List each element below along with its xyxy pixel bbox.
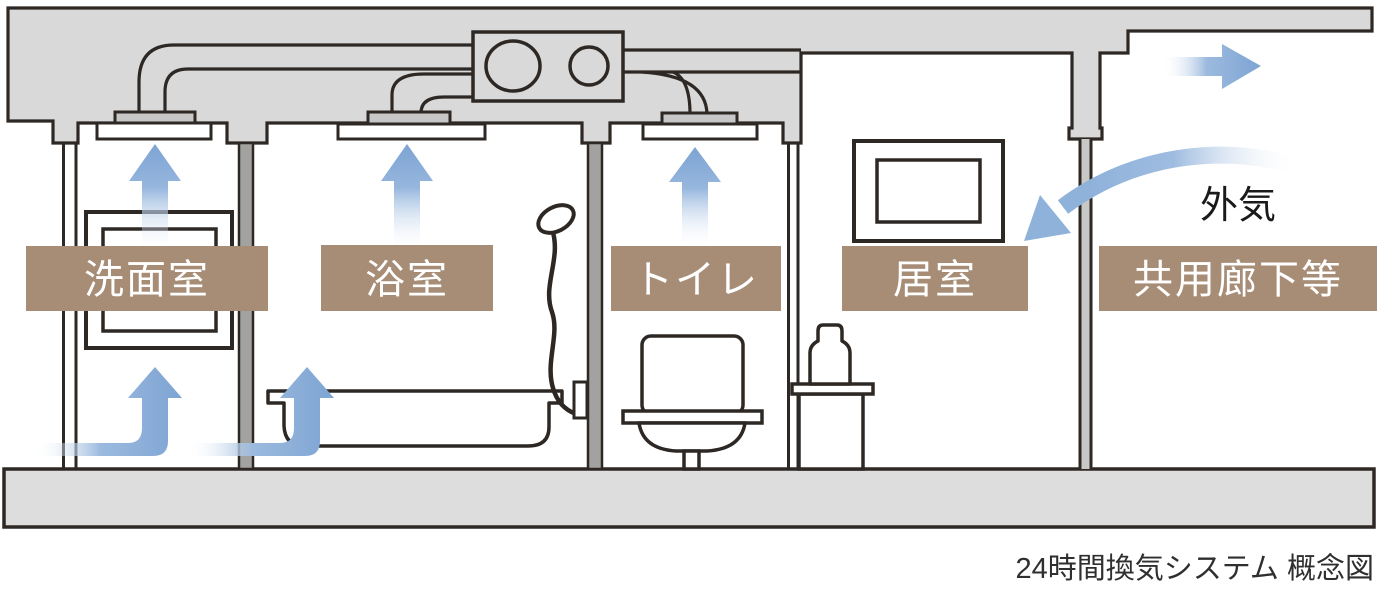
stand-cabinet xyxy=(797,392,865,471)
vent-adapter-toilet xyxy=(660,111,739,126)
room-label-corridor-text: 共用廊下等 xyxy=(1133,258,1343,302)
shower-holder xyxy=(572,380,589,420)
vent-adapter-bathroom xyxy=(366,110,452,126)
fan-circle-large xyxy=(484,39,542,93)
room-label-bathroom: 浴室 xyxy=(321,245,493,311)
ceiling-vents xyxy=(95,110,759,141)
room-label-washroom: 洗面室 xyxy=(26,246,268,311)
room-label-living-text: 居室 xyxy=(893,258,977,302)
diagram-caption: 24時間換気システム 概念図 xyxy=(1016,552,1374,585)
room-label-toilet-text: トイレ xyxy=(633,258,759,302)
undercut-flow-arrow-icon xyxy=(187,367,334,456)
room-labels: 洗面室 浴室 トイレ 居室 共用廊下等 xyxy=(26,245,1377,311)
airflow-arrows xyxy=(33,44,1301,456)
wall-toilet-living xyxy=(787,143,800,469)
room-label-corridor: 共用廊下等 xyxy=(1099,246,1377,311)
duct-lines xyxy=(137,43,801,115)
up-arrow-icon xyxy=(129,144,181,253)
fan-circle-small xyxy=(568,45,610,87)
vent-plate-bathroom xyxy=(336,122,487,141)
up-arrow-icon xyxy=(381,144,433,253)
ventilation-fan-unit xyxy=(471,30,625,103)
vent-plate-toilet xyxy=(641,122,759,141)
room-label-toilet: トイレ xyxy=(611,246,781,311)
outside-air-arrow-icon xyxy=(1024,146,1301,241)
room-label-bathroom-text: 浴室 xyxy=(365,258,449,302)
wall-living-corridor xyxy=(1080,139,1091,469)
exhaust-out-arrow-icon xyxy=(1162,44,1261,89)
shower-hose xyxy=(546,226,579,417)
duct-washroom-inner xyxy=(163,67,473,114)
duct-toilet-elbow-inner xyxy=(672,70,692,115)
picture-frame xyxy=(852,139,1005,243)
outside-air-label: 外気 xyxy=(1200,185,1276,227)
wall-bathroom-toilet xyxy=(586,141,604,471)
floor-slab xyxy=(2,467,1376,529)
toilet xyxy=(621,334,764,471)
bathtub xyxy=(266,389,564,448)
duct-bathroom-inner xyxy=(419,95,473,114)
bottle xyxy=(808,323,852,386)
undercut-flow-arrow-icon xyxy=(33,367,182,456)
duct-bathroom-outer xyxy=(390,72,473,113)
bottle-stand xyxy=(790,323,875,471)
ceiling-slab xyxy=(6,6,1374,145)
up-arrow-icon xyxy=(669,147,721,250)
duct-washroom-outer xyxy=(137,43,473,114)
vent-plate-washroom xyxy=(95,121,213,141)
duct-toilet-elbow-outer xyxy=(641,70,709,115)
shower-head xyxy=(536,203,589,420)
room-label-living: 居室 xyxy=(842,246,1028,311)
room-label-washroom-text: 洗面室 xyxy=(84,258,210,302)
